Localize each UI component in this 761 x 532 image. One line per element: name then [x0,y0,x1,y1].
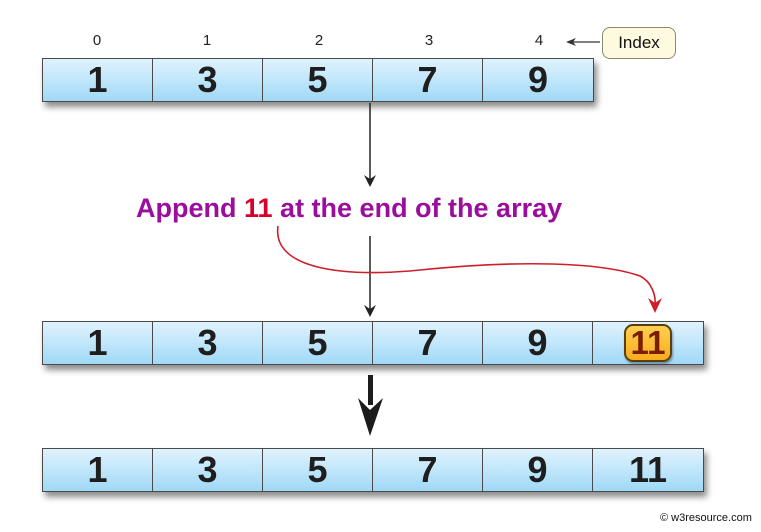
result-array: 1 3 5 7 9 11 [42,448,704,492]
index-label-2: 2 [314,32,324,49]
append-caption: Append 11 at the end of the array [136,193,562,224]
index-pointer-arrow-icon [566,38,600,46]
down-arrow-icon [364,236,376,317]
array-cell: 1 [43,59,153,101]
index-label-0: 0 [92,32,102,49]
array-cell: 1 [43,449,153,491]
down-arrow-icon [364,103,376,187]
array-cell: 9 [483,449,593,491]
index-callout: Index [602,27,676,59]
big-down-arrow-icon [358,375,383,436]
array-cell: 5 [263,322,373,364]
array-cell: 3 [153,59,263,101]
appended-array: 1 3 5 7 9 11 [42,321,704,365]
array-cell: 5 [263,59,373,101]
array-cell: 11 [593,449,703,491]
array-cell: 7 [373,449,483,491]
array-cell: 3 [153,322,263,364]
caption-prefix: Append [136,193,244,223]
original-array: 1 3 5 7 9 [42,58,594,102]
array-cell: 7 [373,322,483,364]
index-label-3: 3 [424,32,434,49]
index-label-4: 4 [534,32,544,49]
copyright-text: © w3resource.com [660,512,752,524]
caption-suffix: at the end of the array [272,193,563,223]
array-cell: 9 [483,59,593,101]
array-cell: 3 [153,449,263,491]
new-element-badge: 11 [623,324,673,362]
array-cell: 5 [263,449,373,491]
curved-arrow-icon [277,225,662,313]
array-cell: 7 [373,59,483,101]
array-cell: 1 [43,322,153,364]
appended-cell: 11 [593,322,703,364]
index-label-1: 1 [202,32,212,49]
array-cell: 9 [483,322,593,364]
caption-value: 11 [244,193,273,223]
